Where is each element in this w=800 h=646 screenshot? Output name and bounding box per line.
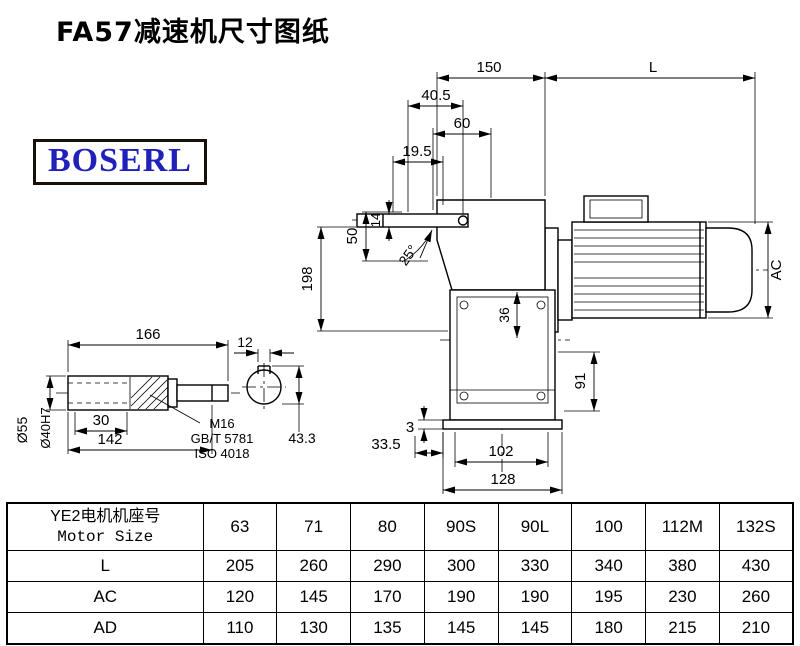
table-cell: 430 <box>718 550 794 582</box>
shaft-detail-view: 166 30 142 Ø55 Ø40H7 M16 GB/T 5781 ISO 4… <box>14 326 316 461</box>
dim-33-5: 33.5 <box>371 436 400 453</box>
table-row-AC: AC 120 145 170 190 190 195 230 260 <box>6 581 794 613</box>
table-cell: 190 <box>497 581 573 613</box>
size-col-112M: 112M <box>645 502 720 551</box>
table-cell: 290 <box>350 550 425 582</box>
dim-102: 102 <box>488 443 513 460</box>
motor-size-header-cell: YE2电机机座号 Motor Size <box>6 502 204 551</box>
dim-14: 14 <box>368 213 383 227</box>
table-cell: 130 <box>276 612 351 645</box>
dim-dia40H7: Ø40H7 <box>38 407 53 448</box>
row-label-AD: AD <box>6 612 204 645</box>
table-header-row: YE2电机机座号 Motor Size 63 71 80 90S 90L 100… <box>6 502 794 551</box>
bore-section-view: 12 43.3 <box>234 334 316 446</box>
table-cell: 110 <box>202 612 278 645</box>
base-plate <box>442 419 563 430</box>
table-row-L: L 205 260 290 300 330 340 380 430 <box>6 550 794 582</box>
retaining-bolt <box>176 384 229 402</box>
size-col-63: 63 <box>202 502 278 551</box>
dim-142: 142 <box>97 431 122 448</box>
table-cell: 180 <box>571 612 646 645</box>
table-cell: 230 <box>645 581 720 613</box>
table-cell: 215 <box>645 612 720 645</box>
dim-40-5: 40.5 <box>421 87 450 104</box>
motor-size-header-cn: YE2电机机座号 <box>50 508 161 525</box>
hollow-shaft <box>67 375 169 411</box>
row-label-L: L <box>6 550 204 582</box>
dim-128: 128 <box>490 471 515 488</box>
table-cell: 380 <box>645 550 720 582</box>
table-cell: 170 <box>350 581 425 613</box>
boserl-logo: BOSERL <box>33 139 207 185</box>
size-col-90S: 90S <box>423 502 499 551</box>
main-view: 150 L 40.5 60 19.5 50 14 <box>299 59 785 494</box>
size-col-80: 80 <box>350 502 425 551</box>
row-label-AC: AC <box>6 581 204 613</box>
label-iso-4018: ISO 4018 <box>195 446 250 461</box>
dim-30: 30 <box>93 412 110 429</box>
table-cell: 135 <box>350 612 425 645</box>
table-cell: 145 <box>497 612 573 645</box>
dim-36: 36 <box>496 307 512 323</box>
size-col-90L: 90L <box>497 502 573 551</box>
size-col-132S: 132S <box>718 502 794 551</box>
dimension-drawing: 150 L 40.5 60 19.5 50 14 <box>14 59 785 494</box>
table-row-AD: AD 110 130 135 145 145 180 215 210 <box>6 612 794 645</box>
motor <box>544 195 753 333</box>
dim-L: L <box>649 59 657 76</box>
hatching <box>130 376 169 410</box>
label-gbt-5781: GB/T 5781 <box>191 431 254 446</box>
gearbox-housing <box>356 199 563 430</box>
angle-25: 25° <box>395 242 420 269</box>
motor-fins <box>574 229 704 311</box>
label-m16: M16 <box>209 416 234 431</box>
dim-166: 166 <box>135 326 160 343</box>
table-cell: 340 <box>571 550 646 582</box>
dim-AC: AC <box>768 259 785 280</box>
dim-60: 60 <box>454 115 471 132</box>
dim-dia55: Ø55 <box>14 417 30 444</box>
dim-12: 12 <box>237 334 253 350</box>
page-title: FA57减速机尺寸图纸 <box>56 17 330 48</box>
dim-19-5: 19.5 <box>402 143 431 160</box>
motor-size-header-en: Motor Size <box>57 528 154 546</box>
table-cell: 145 <box>276 581 351 613</box>
washer <box>167 378 178 408</box>
table-cell: 260 <box>718 581 794 613</box>
dim-150: 150 <box>476 59 501 76</box>
motor-size-table: YE2电机机座号 Motor Size 63 71 80 90S 90L 100… <box>6 502 794 645</box>
table-cell: 190 <box>423 581 499 613</box>
table-cell: 330 <box>497 550 573 582</box>
size-col-100: 100 <box>571 502 646 551</box>
dim-91: 91 <box>572 373 589 390</box>
dim-198: 198 <box>299 266 316 291</box>
table-cell: 210 <box>718 612 794 645</box>
table-cell: 195 <box>571 581 646 613</box>
table-cell: 145 <box>423 612 499 645</box>
fan-cowl <box>705 227 753 313</box>
table-cell: 205 <box>202 550 278 582</box>
dim-3: 3 <box>406 419 414 436</box>
size-col-71: 71 <box>276 502 351 551</box>
table-cell: 300 <box>423 550 499 582</box>
boserl-logo-text: BOSERL <box>48 142 192 179</box>
table-cell: 120 <box>202 581 278 613</box>
dim-43-3: 43.3 <box>288 430 315 446</box>
dim-50: 50 <box>344 228 361 245</box>
table-cell: 260 <box>276 550 351 582</box>
